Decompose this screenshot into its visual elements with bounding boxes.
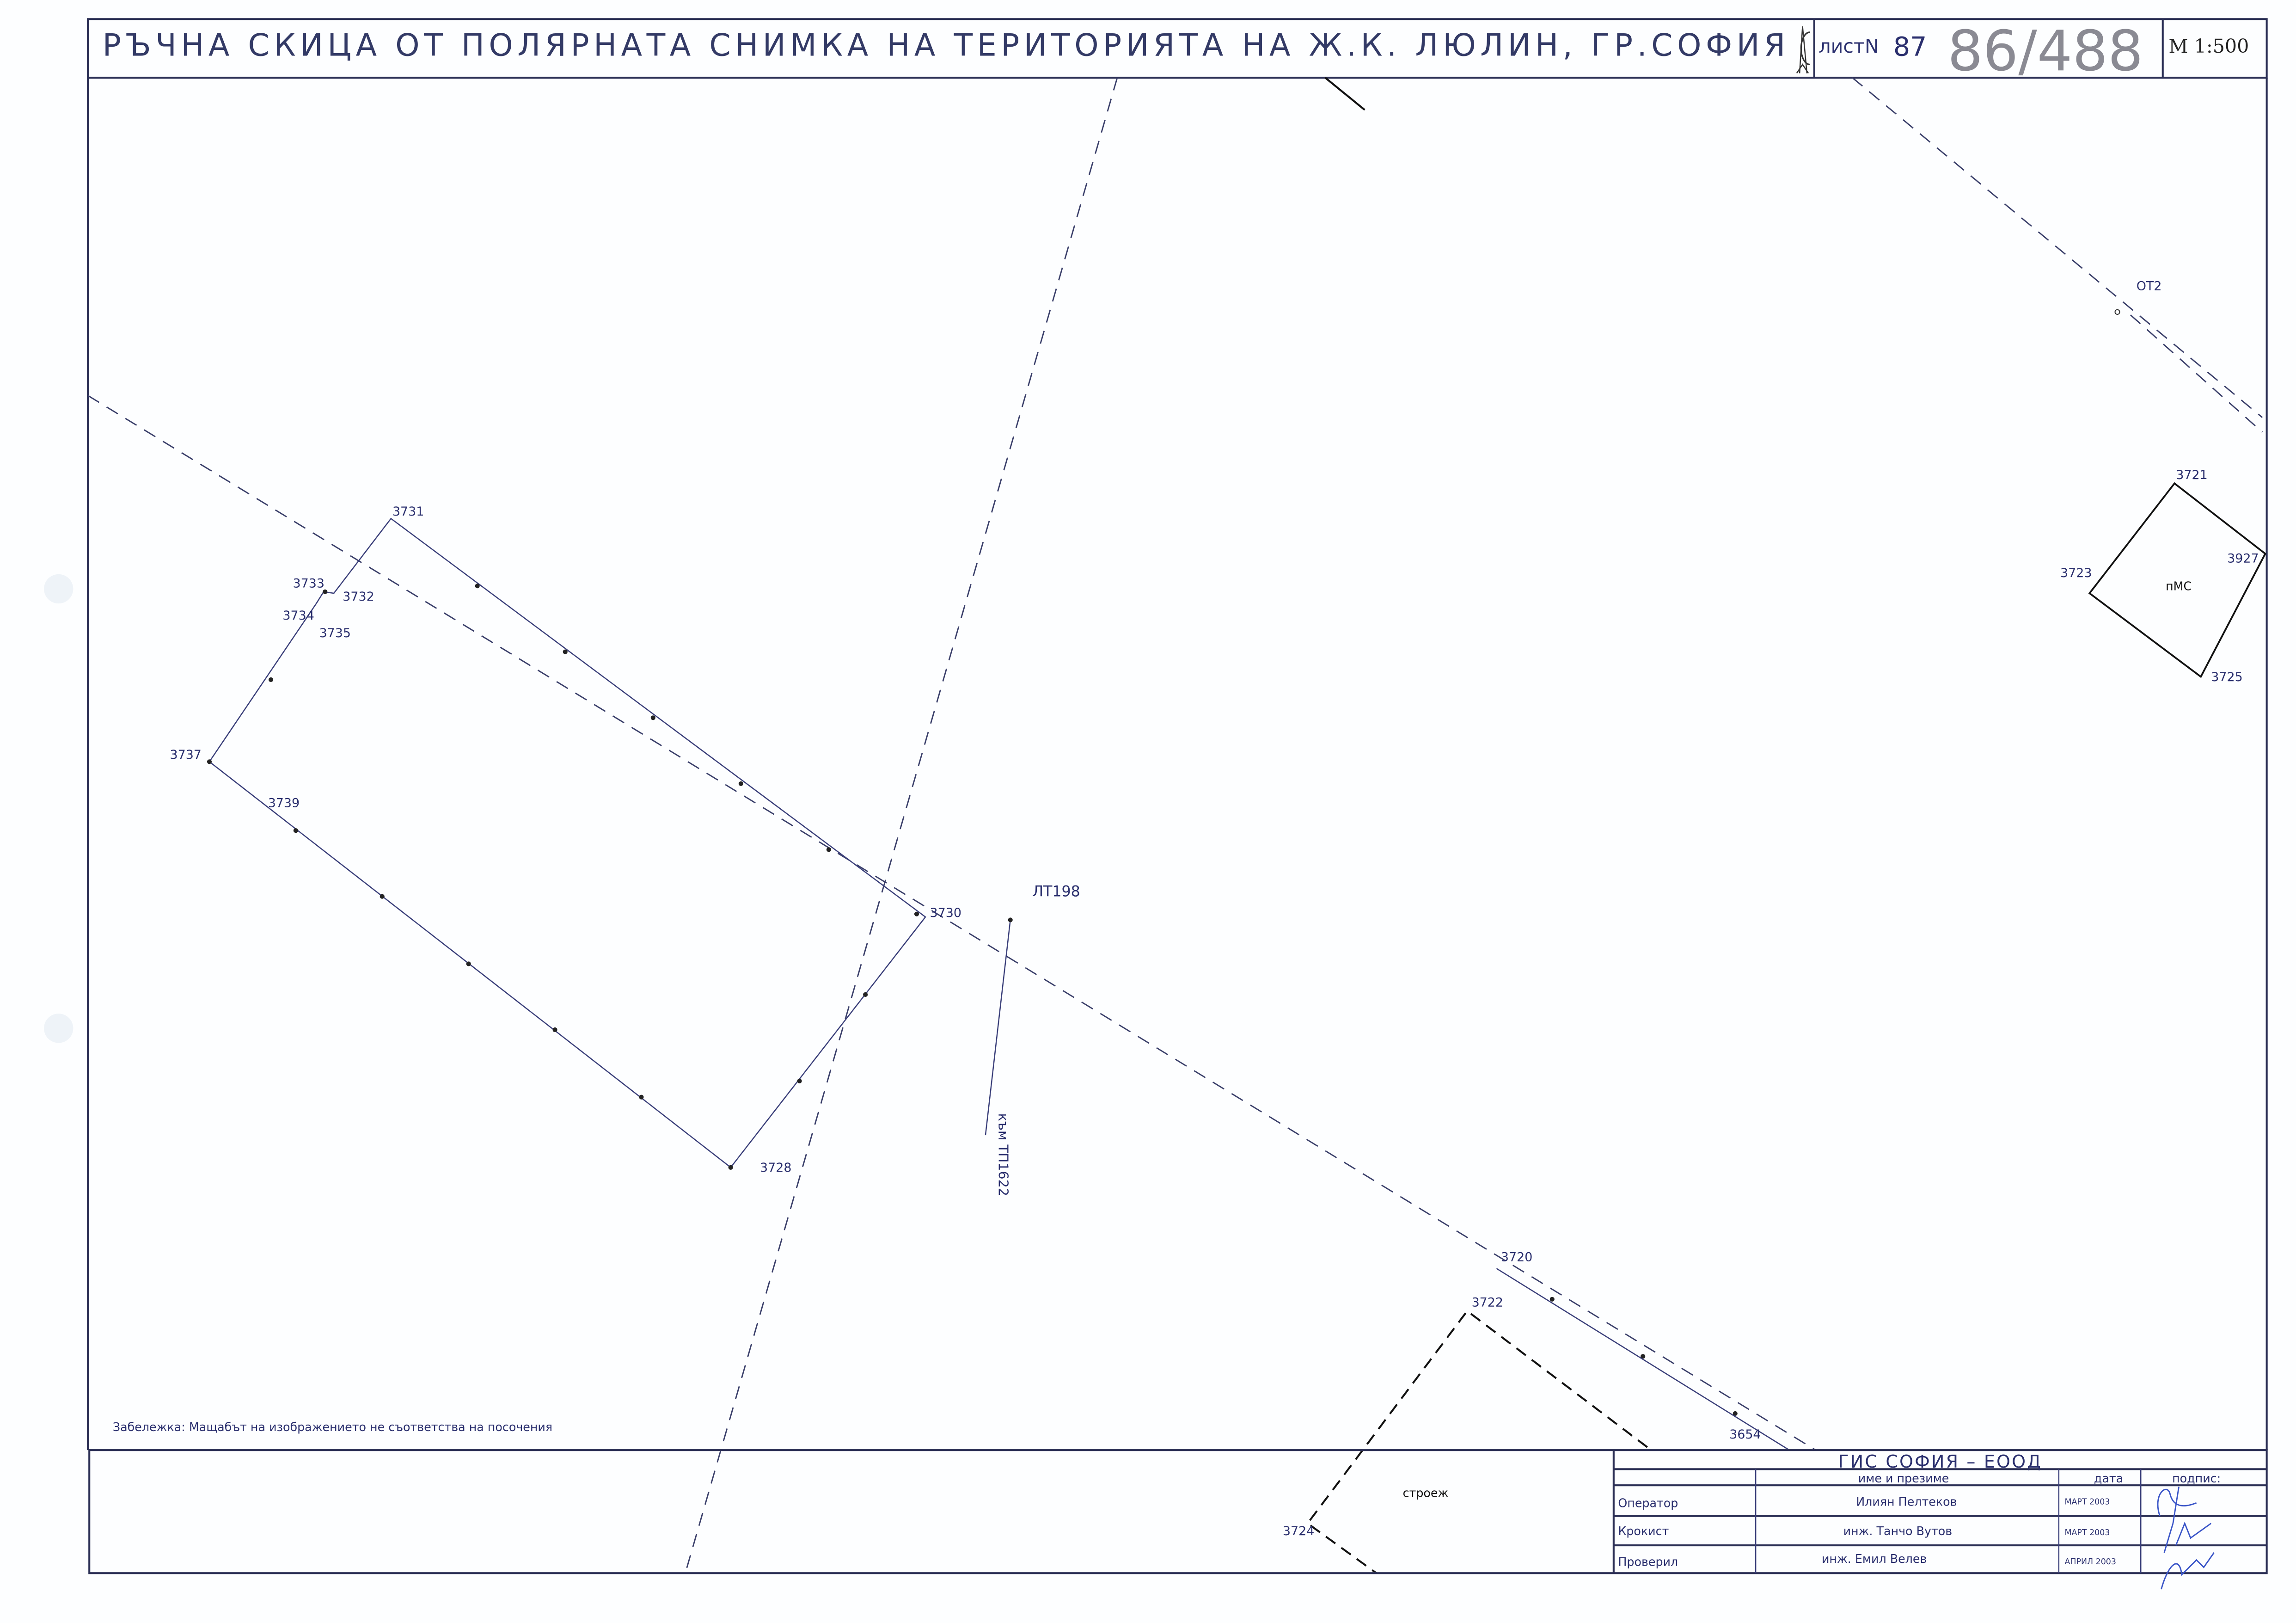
- sheet-number: 87: [1893, 31, 1927, 62]
- company-name: ГИС СОФИЯ – ЕООД: [1838, 1451, 2042, 1472]
- point-label: 3723: [2060, 566, 2092, 580]
- row-role: Оператор: [1618, 1496, 1678, 1510]
- header-name: име и презиме: [1858, 1471, 1949, 1485]
- row-date: МАРТ 2003: [2064, 1497, 2110, 1506]
- point-label: 3728: [760, 1161, 791, 1175]
- construction-label: строеж: [1403, 1486, 1449, 1500]
- point-label: 3720: [1501, 1250, 1532, 1264]
- header-signature: подпис:: [2172, 1471, 2221, 1485]
- point-label: 3722: [1472, 1296, 1503, 1310]
- parcel-polygon: [208, 517, 926, 1168]
- point-label: 3731: [392, 504, 424, 519]
- building-label: пМС: [2166, 579, 2192, 593]
- dashed-boundary-line: [87, 395, 1816, 1451]
- building-nmc: [2088, 482, 2266, 678]
- row-role: Проверил: [1618, 1555, 1678, 1568]
- dashed-boundary-line: [1852, 77, 2263, 418]
- row-name: инж. Емил Велев: [1822, 1552, 1927, 1566]
- point-label: 3733: [293, 576, 325, 590]
- company-logo-icon: [1796, 26, 1810, 74]
- scale-label: М 1:500: [2168, 35, 2249, 57]
- row-date: МАРТ 2003: [2064, 1528, 2110, 1537]
- row-date: АПРИЛ 2003: [2064, 1557, 2116, 1567]
- row-name: Илиян Пелтеков: [1856, 1495, 1957, 1509]
- point-label-ot2: ОТ2: [2137, 279, 2162, 293]
- signatures: [2157, 1487, 2215, 1590]
- sheet-title: РЪЧНА СКИЦА ОТ ПОЛЯРНАТА СНИМКА НА ТЕРИТ…: [103, 27, 1790, 63]
- row-role: Крокист: [1618, 1524, 1669, 1538]
- line-to-tp: [985, 920, 1011, 1136]
- point-label: 3654: [1729, 1427, 1761, 1442]
- sheet-label: листN: [1818, 35, 1879, 57]
- point-label: 3721: [2176, 468, 2207, 482]
- dashed-boundary-line: [685, 77, 1118, 1574]
- header-date: дата: [2094, 1471, 2123, 1485]
- point-label-lt198: ЛТ198: [1032, 884, 1080, 900]
- point-label: 3927: [2227, 551, 2259, 566]
- point-label: 3730: [930, 906, 961, 920]
- boundary-line: [1496, 1268, 1790, 1451]
- edge-line: [1324, 77, 1365, 111]
- point-label: 3737: [170, 748, 201, 762]
- footer-stamp: ГИС СОФИЯ – ЕООД име и презиме дата подп…: [88, 1449, 2268, 1590]
- punch-hole: [44, 574, 73, 604]
- handwritten-sheet-ref: 86/488: [1947, 19, 2143, 84]
- row-name: инж. Танчо Вутов: [1843, 1524, 1953, 1538]
- point-label: 3725: [2211, 670, 2242, 684]
- title-block: РЪЧНА СКИЦА ОТ ПОЛЯРНАТА СНИМКА НА ТЕРИТ…: [87, 18, 2268, 84]
- dashed-boundary-line: [2130, 314, 2263, 433]
- point-label: 3735: [319, 626, 351, 640]
- to-tp-label: към ТП1622: [995, 1113, 1010, 1196]
- point-label: 3734: [282, 609, 314, 623]
- point-label: 3739: [268, 796, 300, 810]
- point-label: 3732: [343, 590, 374, 604]
- survey-points: [207, 309, 2120, 1416]
- punch-hole: [44, 1014, 73, 1043]
- construction-outline: [1306, 1309, 1648, 1574]
- point-label: 3724: [1283, 1524, 1314, 1538]
- scale-note: Забележка: Мащабът на изображението не с…: [113, 1420, 552, 1434]
